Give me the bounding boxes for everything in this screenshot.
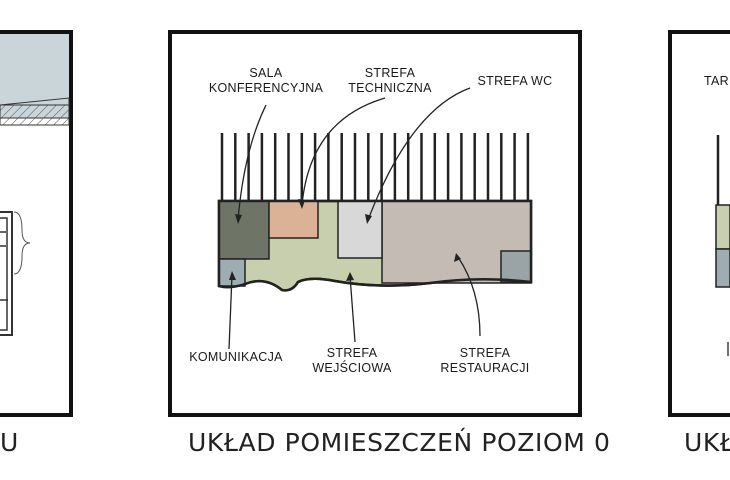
arrow-techniczna [301,97,386,206]
left-plan-inner [0,217,8,331]
arrow-komunikacja [228,274,233,350]
arrow-sala [237,104,267,221]
label-strefa-wc: STREFA WC [477,74,553,88]
label-sala-konferencyjna: SALA KONFERENCYJNA [208,66,324,95]
leader-lines [228,87,481,350]
arrow-heads [229,199,461,281]
arrow-wc [367,87,471,221]
left-bracket [13,211,31,275]
facade-comb [220,133,530,201]
right-zone-blue [715,248,730,288]
arrow-wejsciowa [349,275,356,343]
label-strefa-restauracji: STREFA RESTAURACJI [440,346,530,375]
label-komunikacja: KOMUNIKACJA [189,350,283,364]
zone-corner [500,250,532,283]
label-strefa-techniczna: STREFA TECHNICZNA [348,66,432,95]
zone-wc [337,200,383,259]
label-strefa-wejsciowa: STREFA WEJŚCIOWA [312,346,392,375]
right-zone-green [715,204,730,250]
right-label-fragment: TAR [704,74,729,88]
right-caption: UKŁ [684,428,730,457]
zone-techniczna [268,200,319,239]
left-small-marks [0,231,8,301]
left-hatch [0,104,70,126]
main-caption: UKŁAD POMIESZCZEŃ POZIOM 0 [188,428,611,457]
left-caption: U [0,428,19,457]
left-plan-outline [0,211,13,336]
arrow-restauracji [457,256,481,337]
building-outline [217,199,533,292]
